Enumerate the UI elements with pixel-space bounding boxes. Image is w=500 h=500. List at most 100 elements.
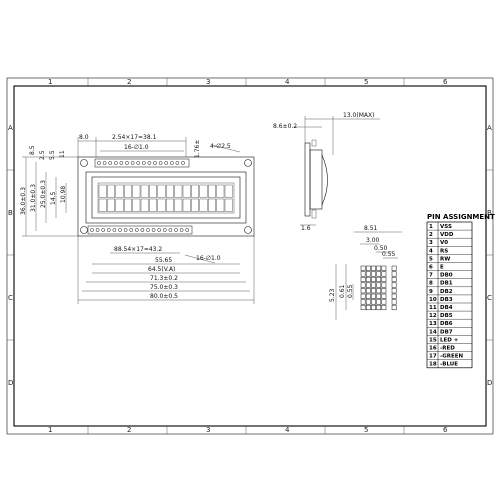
character-cell: [98, 198, 107, 212]
bottom-pin-hole: [112, 228, 117, 232]
matrix-dot: [371, 288, 376, 294]
bottom-pin-hole: [157, 228, 162, 232]
character-cell: [98, 184, 107, 198]
front-view: 8.0 2.54×17=38.1 16-∅1.0 1.76± 4-∅2.5 36…: [20, 134, 255, 304]
character-cell: [132, 184, 141, 198]
col-label-top-2: 2: [127, 78, 131, 86]
dim-width-80: 80.0±0.5: [150, 293, 178, 300]
col-label-bottom-3: 3: [206, 426, 210, 434]
character-cell: [216, 198, 225, 212]
top-pin-hole: [113, 161, 118, 165]
mount-hole-bl: [80, 226, 88, 234]
matrix-dot: [360, 299, 366, 305]
row-label-left-a: A: [8, 124, 13, 132]
pin-number: 16: [429, 346, 437, 352]
matrix-dot: [391, 288, 397, 294]
character-cell: [207, 184, 216, 198]
pin-name: E: [440, 265, 444, 271]
matrix-dot: [376, 288, 382, 294]
bottom-pin-hole: [151, 228, 156, 232]
pin-name: -RED: [440, 346, 455, 352]
character-cell: [149, 184, 157, 198]
matrix-dot: [365, 271, 371, 277]
dim-pin-length: 1.6: [301, 225, 311, 232]
bottom-pin-hole: [95, 228, 100, 232]
pin-number: 13: [429, 321, 437, 327]
dot-matrix-detail: [360, 265, 397, 311]
pin-name: DB2: [440, 289, 453, 295]
outer-border: [6, 77, 494, 435]
character-cell: [149, 198, 157, 212]
pin-number: 1: [429, 224, 433, 230]
matrix-dot: [371, 265, 376, 271]
dim-height-14: 14.5: [50, 191, 57, 205]
dim-pin-dia-bottom: 16-∅1.0: [196, 255, 221, 262]
dim-width-75: 75.0±0.3: [150, 284, 178, 291]
dim-dot-gap-0-50: 0.50: [374, 245, 388, 252]
character-cell: [191, 198, 199, 212]
side-view: 13.0(MAX) 8.6±0.2 1.6: [273, 112, 380, 232]
dim-height-31: 31.0±0.3: [30, 184, 37, 212]
col-label-top-5: 5: [364, 78, 368, 86]
zone-ticks: [7, 78, 493, 434]
bottom-pin-hole: [162, 228, 167, 232]
dim-char-height-0-55: 0.55: [347, 284, 354, 298]
matrix-dot: [381, 293, 387, 299]
dim-char-width-3-00: 3.00: [366, 237, 380, 244]
pin-number: 9: [429, 289, 433, 295]
dim-offset-5-5: 5.5: [49, 150, 56, 160]
bottom-pin-hole: [101, 228, 106, 232]
top-pin-hole: [147, 161, 152, 165]
dim-pin-pitch-top: 2.54×17=38.1: [112, 134, 157, 141]
bottom-pin-hole: [123, 228, 128, 232]
bottom-pin-hole: [185, 228, 190, 232]
viewing-area: [91, 176, 241, 219]
pin-assignment-title: PIN ASSIGNMENT: [427, 213, 495, 221]
matrix-dot: [365, 299, 371, 305]
dim-char-width-8-51: 8.51: [364, 225, 378, 232]
dim-pad-top: 1.76±: [194, 140, 201, 158]
top-pin-hole: [181, 161, 185, 165]
col-label-bottom-5: 5: [364, 426, 368, 434]
matrix-dot: [365, 293, 371, 299]
character-cell: [224, 184, 233, 198]
character-cell: [107, 184, 116, 198]
dim-height-10: 10.98: [60, 186, 67, 203]
bottom-pin-hole: [129, 228, 134, 232]
matrix-dot: [365, 304, 371, 311]
side-bezel: [309, 149, 323, 210]
dim-char-height-5-23: 5.23: [329, 288, 336, 302]
character-detail: 8.51 3.00 0.50 0.55 5.23 0.61 0.55: [329, 225, 402, 320]
pin-number: 7: [429, 273, 433, 279]
dim-offset-11: 11: [59, 150, 66, 158]
top-pin-hole: [153, 161, 157, 165]
matrix-dot: [360, 282, 366, 288]
matrix-dot: [371, 276, 376, 283]
bottom-pin-header: [87, 225, 193, 235]
character-cell: [157, 198, 166, 212]
dim-offset-8: 8.0: [79, 134, 89, 141]
pin-number: 11: [429, 305, 437, 311]
col-label-top-1: 1: [48, 78, 52, 86]
bottom-pin-hole: [140, 228, 145, 232]
pin-number: 6: [429, 265, 433, 271]
dim-width-71: 71.3±0.2: [150, 275, 178, 282]
matrix-dot: [376, 271, 382, 277]
row-label-right-d: D: [487, 379, 492, 387]
mount-hole-tr: [244, 159, 252, 167]
pin-name: DB0: [440, 273, 453, 279]
character-cell: [115, 184, 124, 198]
pin-number: 17: [429, 354, 437, 360]
dim-width-64: 64.5(V.A): [148, 266, 175, 273]
character-cell: [199, 184, 208, 198]
character-cell: [216, 184, 225, 198]
character-cell: [132, 198, 141, 212]
mount-hole-tl: [80, 159, 88, 167]
character-cell: [199, 198, 208, 212]
dim-height-36: 36.0±0.3: [20, 187, 27, 215]
top-pin-header: [94, 158, 190, 168]
matrix-dot: [365, 276, 371, 283]
pin-number: 4: [429, 248, 433, 254]
matrix-dot: [381, 304, 387, 311]
